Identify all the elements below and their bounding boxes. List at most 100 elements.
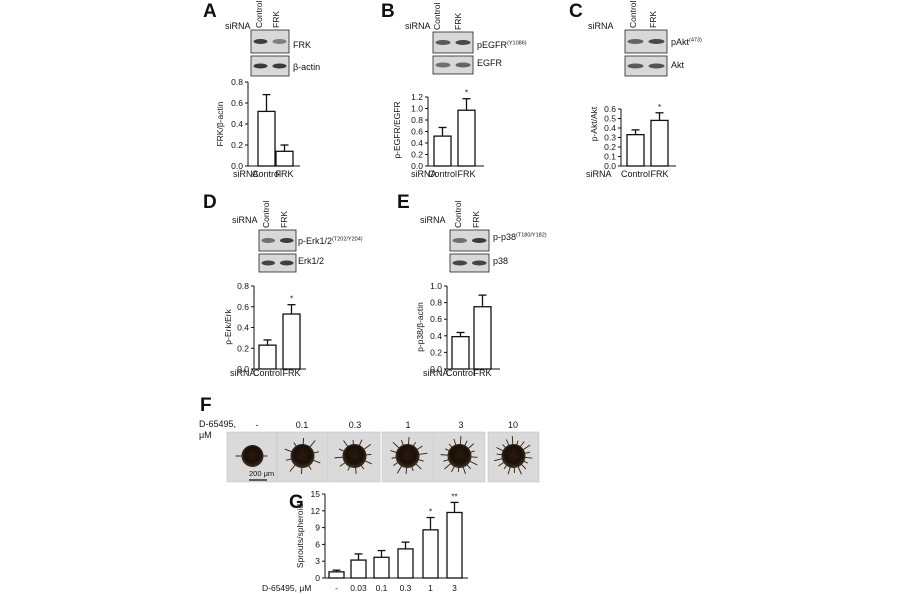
- x-category-label: FRK: [474, 368, 492, 378]
- blot-frame: [449, 253, 490, 273]
- bar: [457, 109, 476, 167]
- panel-letter: B: [381, 1, 395, 22]
- y-tick-label: 0.5: [604, 114, 616, 124]
- y-tick-label: 0.0: [430, 364, 442, 374]
- blot-band: [435, 40, 451, 45]
- panel-letter: D: [203, 192, 217, 213]
- blot-label-superscript: (473): [689, 38, 702, 44]
- blot-frame: [250, 29, 290, 54]
- sirna-label: siRNA: [232, 215, 258, 225]
- y-tick-label: 0.6: [430, 314, 442, 324]
- blot-band: [435, 62, 451, 68]
- y-axis-label: p-p38/β-actin: [415, 302, 425, 352]
- blot-band: [452, 260, 467, 266]
- lane-label: Control: [261, 200, 271, 228]
- x-category-label: FRK: [651, 169, 669, 179]
- blot-frame: [258, 253, 297, 273]
- y-tick-label: 12: [311, 506, 321, 516]
- x-category-label: Control: [621, 169, 650, 179]
- y-tick-label: 0.4: [237, 323, 249, 333]
- panel-letter: A: [203, 1, 217, 22]
- blot-label: EGFR: [477, 58, 503, 68]
- sirna-label: siRNA: [405, 21, 431, 31]
- spheroid: [395, 444, 420, 468]
- blot-label: p-p38(T180/Y182): [493, 232, 547, 242]
- x-axis-label: D-65495, μM: [262, 583, 311, 593]
- sirna-label: siRNA: [225, 21, 251, 31]
- blot-frame: [432, 55, 474, 75]
- sirna-label: siRNA: [586, 169, 612, 179]
- blot-label: p38: [493, 256, 508, 266]
- spheroid-image: [381, 431, 434, 483]
- bar: [446, 511, 463, 579]
- bar: [282, 313, 301, 370]
- y-tick-label: 0.4: [430, 331, 442, 341]
- y-tick-label: 0.2: [411, 150, 423, 160]
- y-tick-label: 1.0: [411, 104, 423, 114]
- blot-band: [452, 238, 467, 243]
- y-tick-label: 0.2: [604, 142, 616, 152]
- y-tick-label: 15: [311, 489, 321, 499]
- y-tick-label: 0.8: [231, 77, 243, 87]
- blot-band: [472, 260, 487, 266]
- spheroid: [342, 444, 367, 468]
- bar: [373, 556, 390, 579]
- y-tick-label: 0.8: [411, 115, 423, 125]
- y-tick-label: 1.2: [411, 92, 423, 102]
- y-tick-label: 0.6: [237, 302, 249, 312]
- spheroid: [447, 444, 472, 468]
- blot-label: p-Erk1/2(T202/Y204): [298, 236, 363, 246]
- y-tick-label: 0.2: [430, 347, 442, 357]
- blot-band: [261, 260, 275, 266]
- lane-label: FRK: [271, 11, 281, 28]
- blot-frame: [250, 55, 290, 77]
- y-tick-label: 6: [315, 539, 320, 549]
- blot-band: [455, 40, 471, 45]
- y-tick-label: 0.8: [237, 281, 249, 291]
- x-category-label: Control: [252, 169, 281, 179]
- blot-label: FRK: [293, 40, 311, 50]
- blot-label: Erk1/2: [298, 256, 324, 266]
- scale-bar-label: 200 μm: [249, 469, 274, 478]
- bar: [275, 150, 294, 167]
- x-category-label: 1: [428, 583, 433, 593]
- y-tick-label: 9: [315, 523, 320, 533]
- blot-label-superscript: (T180/Y182): [516, 233, 547, 239]
- bar: [328, 571, 345, 579]
- y-tick-label: 0.4: [604, 123, 616, 133]
- x-category-label: FRK: [276, 169, 294, 179]
- concentration-value: -: [256, 420, 259, 430]
- y-tick-label: 0.0: [231, 161, 243, 171]
- lane-label: Control: [432, 2, 442, 30]
- blot-band: [472, 238, 487, 243]
- y-tick-label: 0.3: [604, 133, 616, 143]
- significance-mark: *: [658, 103, 661, 112]
- concentration-value: 10: [508, 420, 518, 430]
- blot-frame: [432, 31, 474, 54]
- concentration-label: D-65495,: [199, 419, 236, 429]
- blot-frame: [624, 55, 668, 77]
- bar: [650, 119, 669, 167]
- panel-letter: G: [289, 492, 304, 513]
- sirna-label: siRNA: [230, 368, 256, 378]
- spheroid: [241, 445, 264, 467]
- y-tick-label: 0.6: [231, 98, 243, 108]
- lane-label: Control: [453, 200, 463, 228]
- blot-label: pEGFR(Y1086): [477, 40, 527, 50]
- y-tick-label: 0.1: [604, 152, 616, 162]
- blot-frame: [258, 229, 297, 252]
- sirna-label: siRNA: [423, 368, 449, 378]
- significance-mark: *: [465, 89, 468, 98]
- significance-mark: *: [429, 508, 432, 517]
- x-category-label: 0.03: [350, 583, 367, 593]
- x-category-label: Control: [446, 368, 475, 378]
- bar: [422, 529, 439, 579]
- bar: [451, 335, 470, 370]
- y-axis-label: FRK/β-actin: [215, 101, 225, 146]
- lane-label: Control: [628, 0, 638, 28]
- blot-band: [253, 39, 268, 44]
